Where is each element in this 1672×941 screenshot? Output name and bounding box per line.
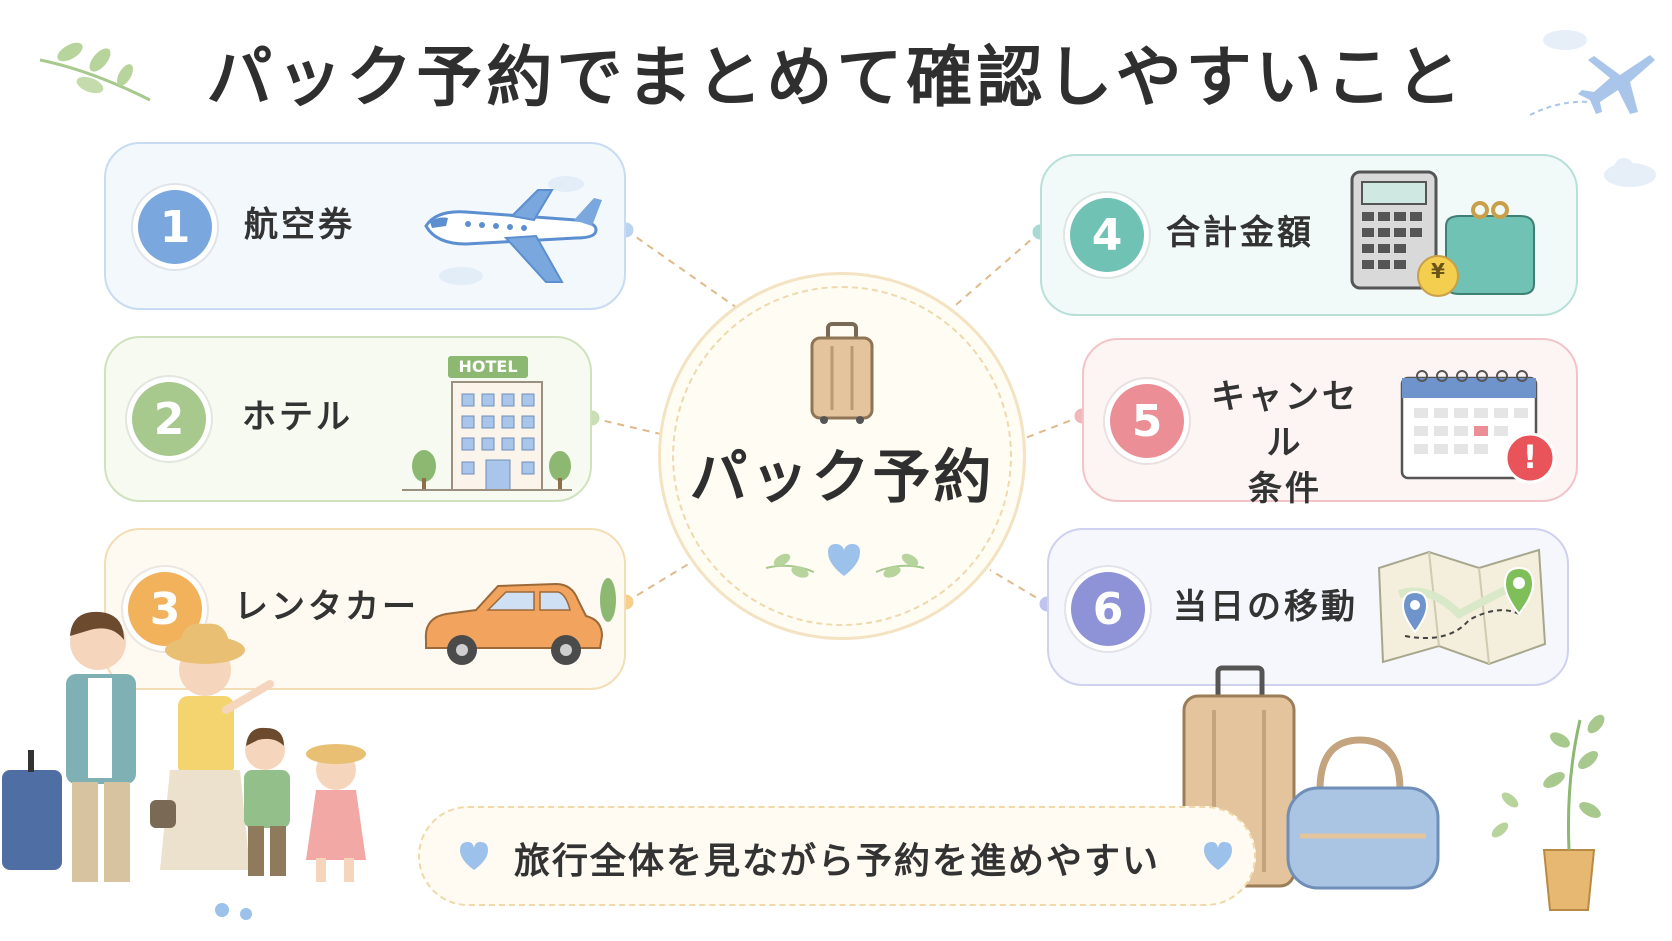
yen-symbol: ¥	[1431, 259, 1445, 283]
card-flight: 1 航空券	[104, 142, 626, 310]
footer-text: 旅行全体を見ながら予約を進めやすい	[513, 841, 1160, 882]
luggage-plant-illustration	[1182, 665, 1605, 911]
alert-icon: !	[1522, 438, 1538, 476]
car-icon	[424, 578, 616, 665]
heart-icon	[1204, 842, 1232, 870]
card-label-cancellation-line1: キャンセル	[1211, 377, 1359, 463]
family-illustration	[2, 611, 366, 920]
hotel-sign: HOTEL	[448, 356, 528, 378]
card-day-travel: 6 当日の移動	[1047, 528, 1569, 686]
card-total-price: 4 合計金額 ¥	[1040, 154, 1578, 316]
card-hotel: 2 ホテル HOTEL	[104, 336, 592, 502]
footer-banner	[418, 806, 1256, 906]
heart-icon	[460, 842, 488, 870]
card-label-day-travel: 当日の移動	[1173, 587, 1358, 627]
calendar-icon	[1400, 370, 1556, 484]
hub-label: パック予約	[689, 443, 995, 511]
step-badge-2: 2	[132, 382, 206, 456]
card-cancellation: 5 キャンセル 条件 !	[1082, 338, 1578, 509]
card-label-total-price: 合計金額	[1166, 213, 1314, 253]
page-title: パック予約でまとめて確認しやすいこと	[206, 39, 1466, 116]
step-badge-1: 1	[138, 190, 212, 264]
suitcase-icon	[810, 322, 874, 424]
airplane-icon	[1529, 30, 1655, 116]
cloud-icon	[1604, 158, 1656, 187]
step-badge-6: 6	[1071, 572, 1145, 646]
card-label-cancellation-line2: 条件	[1248, 469, 1322, 509]
card-label-rental-car: レンタカー	[234, 587, 419, 627]
step-badge-5: 5	[1110, 384, 1184, 458]
calculator-icon	[1350, 170, 1535, 297]
airplane-illustration-icon	[424, 176, 602, 285]
step-badge-4: 4	[1070, 198, 1144, 272]
map-icon	[1377, 548, 1547, 666]
card-label-flight: 航空券	[244, 205, 355, 245]
hotel-building-icon	[402, 381, 572, 491]
card-label-hotel: ホテル	[242, 397, 353, 437]
leaf-branch-icon	[39, 42, 151, 102]
card-label-cancellation: キャンセル 条件	[1200, 374, 1370, 512]
heart-leaves-icon	[765, 544, 925, 578]
hub-inner-ring	[672, 286, 1012, 626]
